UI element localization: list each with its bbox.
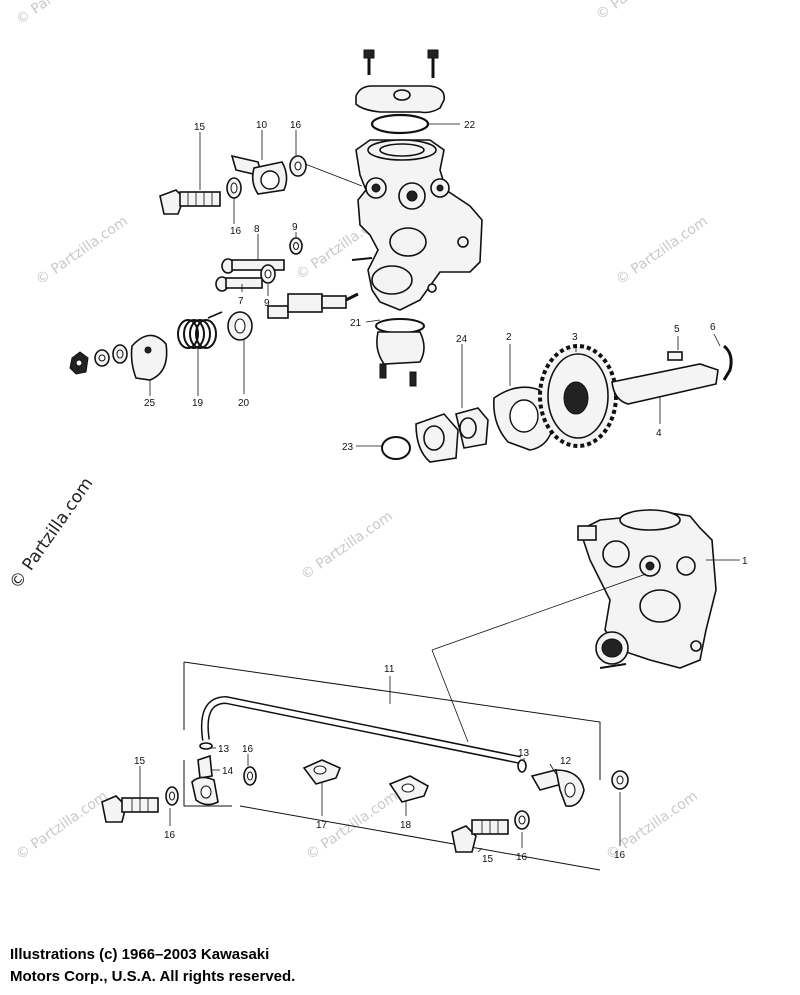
callout-14: 14 <box>222 766 234 777</box>
watermark: © Partzilla.com <box>613 213 711 288</box>
bolts-8-7 <box>215 237 303 292</box>
callout-20: 20 <box>238 398 250 409</box>
callout-16b: 16 <box>230 226 242 237</box>
callout-24: 24 <box>456 334 468 345</box>
pump-assembly-exploded <box>299 49 483 311</box>
callout-19: 19 <box>192 398 204 409</box>
callout-16e: 16 <box>516 852 528 863</box>
callout-16d: 16 <box>164 830 176 841</box>
callout-23: 23 <box>342 442 354 453</box>
callout-18: 18 <box>400 820 412 831</box>
copyright-line-1: Illustrations (c) 1966–2003 Kawasaki <box>10 946 270 963</box>
banjo-bolt-group-top <box>159 154 307 215</box>
callout-9b: 9 <box>264 298 270 309</box>
spring-19 <box>177 311 223 349</box>
callout-8: 8 <box>254 224 260 235</box>
copyright-notice: Illustrations (c) 1966–2003 Kawasaki Mot… <box>10 944 610 988</box>
callout-10: 10 <box>256 120 268 131</box>
lever-25 <box>130 334 168 381</box>
copyright-line-2: Motors Corp., U.S.A. All rights reserved… <box>10 968 296 985</box>
callout-7: 7 <box>238 296 244 307</box>
callout-3: 3 <box>572 332 578 343</box>
callout-16f: 16 <box>614 850 626 861</box>
oil-line-panel <box>101 661 629 871</box>
oil-pump-1 <box>431 509 740 743</box>
callout-13: 13 <box>218 744 230 755</box>
callout-17: 17 <box>316 820 328 831</box>
watermark: © Partzilla.com <box>33 213 131 288</box>
callout-1: 1 <box>742 556 748 567</box>
callout-11: 11 <box>384 664 395 675</box>
callout-22: 22 <box>464 120 476 131</box>
watermark: © Partzilla.com <box>13 0 111 28</box>
callout-16: 16 <box>290 120 302 131</box>
callout-numbers: 1 2 3 4 5 6 7 8 9 9 10 11 12 13 13 14 15… <box>134 120 748 865</box>
gear-3 <box>538 344 618 448</box>
callout-12: 12 <box>560 756 572 767</box>
watermark-large: © Partzilla.com <box>6 474 98 593</box>
callout-21: 21 <box>350 318 362 329</box>
callout-4: 4 <box>656 428 662 439</box>
callout-9: 9 <box>292 222 298 233</box>
watermark: © Partzilla.com <box>298 508 396 583</box>
callout-6: 6 <box>710 322 716 333</box>
drive-shaft-group <box>381 344 733 463</box>
plunger-group <box>69 292 359 381</box>
watermark: © Partzilla.com <box>13 788 111 863</box>
callout-15b: 15 <box>134 756 146 767</box>
callout-16c: 16 <box>242 744 254 755</box>
o-ring-22 <box>370 113 430 135</box>
callout-13b: 13 <box>518 748 530 759</box>
cover-bolts <box>363 49 439 78</box>
watermark: © Partzilla.com <box>593 0 691 23</box>
callout-25: 25 <box>144 398 156 409</box>
callout-2: 2 <box>506 332 512 343</box>
callout-15: 15 <box>194 122 206 133</box>
callout-5: 5 <box>674 324 680 335</box>
callout-15c: 15 <box>482 854 494 865</box>
clip-21 <box>375 318 425 387</box>
leader-lines <box>139 130 721 853</box>
